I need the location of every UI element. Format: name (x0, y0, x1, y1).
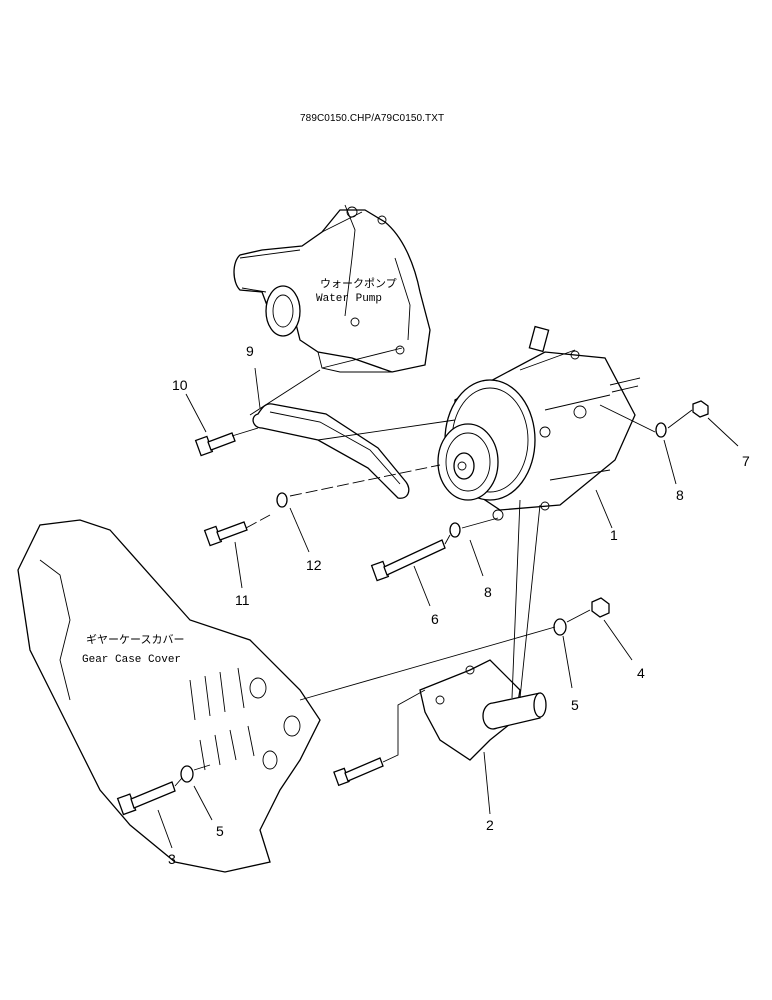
callout-4: 4 (637, 665, 645, 681)
bolt-6 (370, 539, 446, 582)
washer-8-upper (655, 422, 667, 438)
callout-8-lower: 8 (484, 584, 492, 600)
assembly-lines (174, 347, 693, 787)
bolt-10 (194, 432, 236, 457)
nut-7 (692, 400, 709, 418)
callout-5-left: 5 (216, 823, 224, 839)
water-pump-jp-label: ウォークポンプ (320, 277, 397, 291)
gear-case-cover-en-label: Gear Case Cover (82, 654, 181, 666)
callout-12: 12 (306, 557, 322, 573)
bolt-11 (203, 521, 248, 547)
washer-5-left (180, 765, 194, 783)
callout-10: 10 (172, 377, 188, 393)
washer-8-lower (449, 522, 461, 538)
callout-6: 6 (431, 611, 439, 627)
gear-case-cover-jp-label: ギヤーケースカバー (86, 633, 184, 647)
washer-5-right (553, 618, 567, 636)
callout-11: 11 (235, 592, 250, 608)
callout-3: 3 (168, 851, 176, 867)
nut-4 (591, 597, 610, 618)
bracket-drawing (252, 403, 410, 499)
water-pump-drawing (233, 204, 431, 373)
adjust-bracket-drawing (419, 659, 547, 761)
callout-1: 1 (610, 527, 618, 543)
alternator-drawing (437, 325, 641, 521)
callout-7: 7 (742, 453, 750, 469)
file-reference: 789C0150.CHP/A79C0150.TXT (300, 113, 445, 124)
washer-12 (276, 492, 288, 508)
callout-5-right: 5 (571, 697, 579, 713)
callout-2: 2 (486, 817, 494, 833)
callout-8-upper: 8 (676, 487, 684, 503)
callout-leaders (157, 367, 739, 849)
bolt-adjust (333, 757, 384, 787)
gear-case-cover-drawing (17, 519, 321, 873)
water-pump-en-label: Water Pump (316, 293, 382, 305)
bolt-3 (116, 781, 176, 816)
callout-9: 9 (246, 343, 254, 359)
